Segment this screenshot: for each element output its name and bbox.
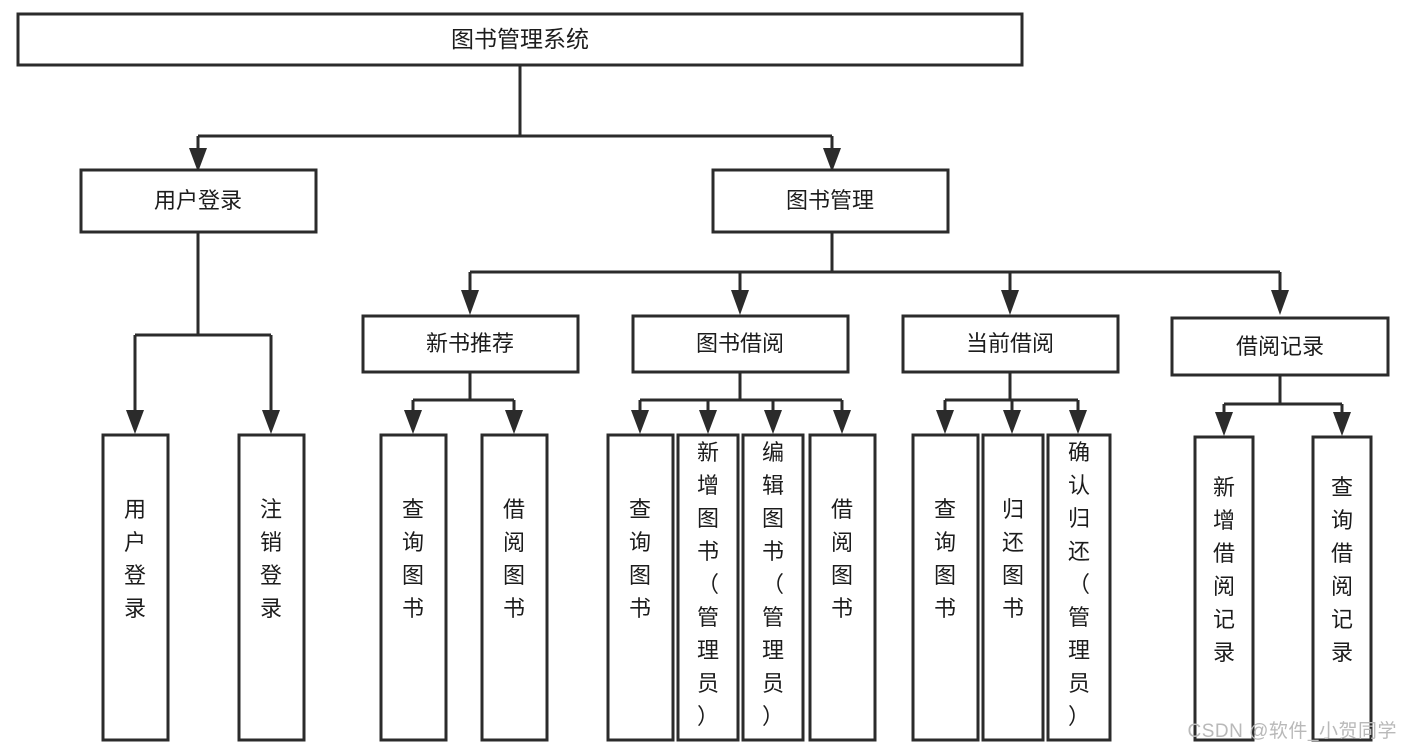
node-book-borrow-label: 图书借阅 (696, 331, 784, 356)
node-current-borrow-box[interactable] (901, 314, 1120, 374)
arrow-head-borrow (731, 290, 749, 315)
leaf-box-return-book[interactable] (981, 433, 1045, 742)
leaf-label-logout: 注销登录 (260, 497, 282, 621)
arrow-head-book-mgmt (823, 148, 841, 172)
leaf-box-edit-book[interactable] (741, 433, 805, 742)
arrow-head-leaf-2 (262, 410, 280, 434)
leaf-label-query-record: 查询借阅记录 (1331, 475, 1353, 665)
leaf-node[interactable]: 新增图书（管理员） (676, 433, 740, 742)
node-root[interactable]: 图书管理系统 (16, 12, 1024, 67)
node-book-management-box[interactable] (711, 168, 950, 234)
arrow-head-leaf-9 (936, 410, 954, 434)
leaf-box-query-book-2[interactable] (606, 433, 675, 742)
leaf-label-query-book-2: 查询图书 (629, 497, 651, 621)
leaf-label-add-book: 新增图书（管理员） (697, 440, 719, 729)
leaf-box-confirm-return[interactable] (1046, 433, 1112, 742)
arrow-head-leaf-3 (404, 410, 422, 434)
leaf-box-query-book-3[interactable] (911, 433, 980, 742)
node-new-book-recommend-box[interactable] (361, 314, 580, 374)
leaf-node[interactable]: 注销登录 (237, 433, 306, 742)
node-borrow-record[interactable]: 借阅记录 (1170, 316, 1390, 377)
leaf-node[interactable]: 归还图书 (981, 433, 1045, 742)
leaf-box-user-login[interactable] (101, 433, 170, 742)
arrow-head-user-login (189, 148, 207, 172)
arrow-head-leaf-4 (505, 410, 523, 434)
leaf-node[interactable]: 编辑图书（管理员） (741, 433, 805, 742)
leaf-label-return-book: 归还图书 (1002, 497, 1024, 621)
node-book-management[interactable]: 图书管理 (711, 168, 950, 234)
leaf-box-add-record[interactable] (1193, 435, 1255, 742)
leaf-label-borrow-book-1: 借阅图书 (503, 497, 525, 621)
node-borrow-record-box[interactable] (1170, 316, 1390, 377)
leaf-label-user-login: 用户登录 (124, 497, 146, 621)
arrow-head-leaf-10 (1003, 410, 1021, 434)
node-root-box[interactable] (16, 12, 1024, 67)
leaf-label-query-book-3: 查询图书 (934, 497, 956, 621)
leaf-label-query-book-1: 查询图书 (402, 497, 424, 621)
arrow-head-newbook (461, 290, 479, 315)
node-user-login-box[interactable] (79, 168, 318, 234)
leaf-node[interactable]: 确认归还（管理员） (1046, 433, 1112, 742)
csdn-watermark: CSDN @软件_小贺同学 (1187, 721, 1397, 742)
leaf-box-logout[interactable] (237, 433, 306, 742)
node-book-borrow[interactable]: 图书借阅 (631, 314, 850, 374)
node-current-borrow[interactable]: 当前借阅 (901, 314, 1120, 374)
leaf-node[interactable]: 查询图书 (379, 433, 448, 742)
connector-group (126, 65, 1351, 436)
node-new-book-recommend[interactable]: 新书推荐 (361, 314, 580, 374)
leaf-box-borrow-book-2[interactable] (808, 433, 877, 742)
leaf-node[interactable]: 用户登录 (101, 433, 170, 742)
arrow-head-leaf-1 (126, 410, 144, 434)
leaf-box-borrow-book-1[interactable] (480, 433, 549, 742)
leaf-node[interactable]: 借阅图书 (808, 433, 877, 742)
arrow-head-leaf-7 (764, 410, 782, 434)
node-current-borrow-label: 当前借阅 (966, 331, 1054, 356)
arrow-head-leaf-13 (1333, 412, 1351, 436)
arrow-head-leaf-11 (1069, 410, 1087, 434)
leaf-box-query-record[interactable] (1311, 435, 1373, 742)
arrow-head-record (1271, 290, 1289, 315)
arrow-head-current (1001, 290, 1019, 315)
node-book-borrow-box[interactable] (631, 314, 850, 374)
node-book-management-label: 图书管理 (786, 188, 874, 213)
leaf-label-confirm-return: 确认归还（管理员） (1068, 440, 1090, 729)
leaf-node[interactable]: 查询借阅记录 (1311, 435, 1373, 742)
node-user-login-label: 用户登录 (154, 188, 242, 213)
node-root-label: 图书管理系统 (451, 26, 589, 52)
leaf-label-add-record: 新增借阅记录 (1213, 475, 1235, 665)
arrow-head-leaf-12 (1215, 412, 1233, 436)
leaf-box-query-book-1[interactable] (379, 433, 448, 742)
arrow-head-leaf-5 (631, 410, 649, 434)
leaf-node[interactable]: 新增借阅记录 (1193, 435, 1255, 742)
leaf-label-edit-book: 编辑图书（管理员） (762, 440, 784, 729)
arrow-head-leaf-8 (833, 410, 851, 434)
arrow-head-leaf-6 (699, 410, 717, 434)
node-borrow-record-label: 借阅记录 (1236, 334, 1324, 359)
leaf-node[interactable]: 借阅图书 (480, 433, 549, 742)
leaf-label-borrow-book-2: 借阅图书 (831, 497, 853, 621)
node-user-login[interactable]: 用户登录 (79, 168, 318, 234)
leaf-node[interactable]: 查询图书 (911, 433, 980, 742)
leaf-box-add-book[interactable] (676, 433, 740, 742)
leaf-node[interactable]: 查询图书 (606, 433, 675, 742)
node-new-book-recommend-label: 新书推荐 (426, 331, 514, 356)
